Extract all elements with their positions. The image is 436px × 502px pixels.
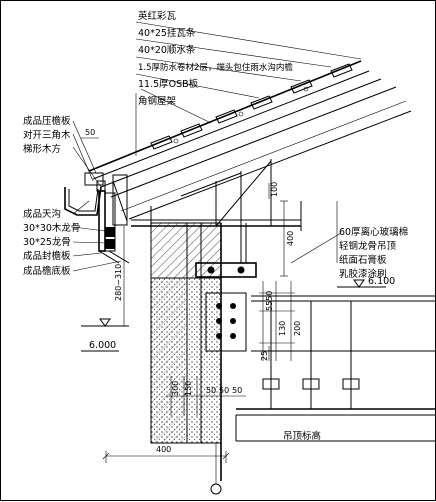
dim-150: 150 <box>184 381 193 396</box>
left-label-bottom-3: 成品封檐板 <box>23 250 71 262</box>
elevation-right: 6.100 <box>368 276 395 287</box>
roof-label-0: 英红彩瓦 <box>138 10 177 22</box>
dim-300: 300 <box>171 381 180 396</box>
left-label-top-1: 对开三角木 <box>23 129 71 141</box>
right-label-group: 60厚离心玻璃棉 轻钢龙骨吊顶 纸面石膏板 乳胶漆涂刷 <box>339 226 408 280</box>
roof-label-3: 1.5厚防水卷材2层，端头包住雨水沟内檐 <box>138 62 293 73</box>
left-label-bottom-2: 30*25龙骨 <box>23 236 71 248</box>
right-label-0: 60厚离心玻璃棉 <box>339 226 408 238</box>
dim-50-b: 50 <box>219 386 229 395</box>
roof-label-4: 11.5厚OSB板 <box>138 78 199 90</box>
right-label-3: 乳胶漆涂刷 <box>339 268 387 280</box>
concrete-structure <box>150 222 222 481</box>
ceiling-label: 吊顶标高 <box>283 430 321 442</box>
left-label-top-2: 梯形木方 <box>23 143 61 155</box>
left-label-bottom-4: 成品檐底板 <box>23 265 71 277</box>
roof-label-group: 英红彩瓦 40*25挂瓦条 40*20顺水条 1.5厚防水卷材2层，端头包住雨水… <box>138 10 293 107</box>
dim-400-bottom: 400 <box>156 445 171 454</box>
left-label-top-0: 成品压檐板 <box>23 115 71 127</box>
steel-truss <box>131 159 302 231</box>
dim-400-right: 400 <box>286 231 295 246</box>
left-label-bottom-0: 成品天沟 <box>23 208 61 220</box>
dim-25: 25 <box>260 351 269 361</box>
right-label-1: 轻钢龙骨吊顶 <box>339 240 397 252</box>
dim-130: 130 <box>278 321 287 336</box>
steel-connection <box>195 223 257 352</box>
right-leaders <box>290 201 342 264</box>
elevation-left: 6.000 <box>89 340 116 351</box>
left-label-group: 成品压檐板 对开三角木 梯形木方 成品天沟 30*30木龙骨 30*25龙骨 成… <box>23 115 80 277</box>
dimension-texts: 50 100 400 280~310 5550 130 200 25 400 3… <box>85 128 302 454</box>
dim-50-top: 50 <box>85 128 95 137</box>
right-label-2: 纸面石膏板 <box>339 254 387 266</box>
left-label-bottom-1: 30*30木龙骨 <box>23 222 80 234</box>
roof-tiles <box>150 63 353 150</box>
elevation-markers <box>81 279 386 352</box>
dimension-lines <box>81 137 295 495</box>
roof-leaders <box>135 21 362 156</box>
roof-assembly <box>88 60 412 231</box>
dim-50-a: 50 <box>206 386 216 395</box>
dim-200: 200 <box>293 321 302 336</box>
roof-label-2: 40*20顺水条 <box>138 44 196 56</box>
roof-label-1: 40*25挂瓦条 <box>138 27 196 39</box>
roof-label-5: 角钢屋架 <box>138 95 177 107</box>
ceiling-system <box>235 295 436 442</box>
dim-5550: 5550 <box>265 291 274 311</box>
dim-280-310: 280~310 <box>114 264 123 301</box>
eave-gutter <box>64 172 130 264</box>
dim-50-c: 50 <box>232 386 242 395</box>
dim-100: 100 <box>270 182 279 197</box>
left-leaders <box>72 120 122 272</box>
